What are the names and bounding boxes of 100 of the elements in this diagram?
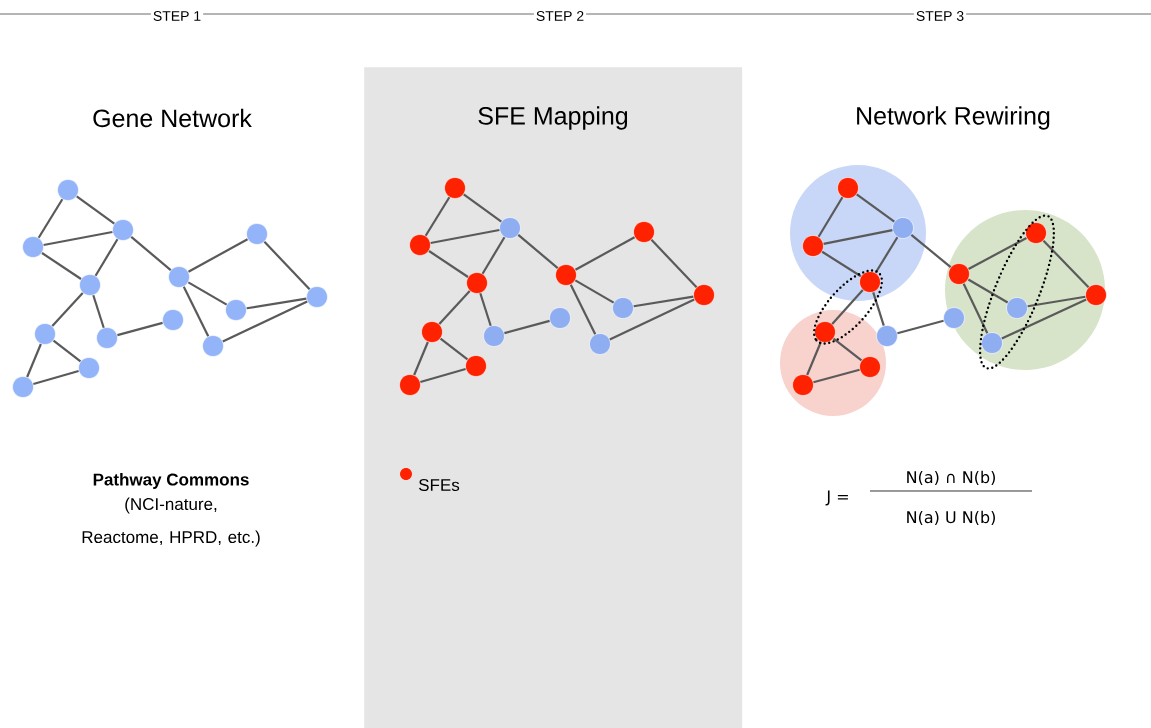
network-node: [421, 321, 443, 343]
network-edge: [962, 283, 989, 334]
network-node: [34, 323, 56, 345]
legend-item: SFEs: [400, 468, 460, 491]
network-edge: [650, 239, 698, 288]
formula-text: N(a) U N(b): [907, 510, 995, 526]
source-list: (NCI-nature, Reactome, HPRD, etc.): [82, 497, 260, 547]
network-node: [892, 217, 914, 239]
network-edge: [806, 341, 822, 376]
network-node: [555, 264, 577, 286]
network-edge: [187, 281, 228, 306]
network-edge: [182, 286, 210, 337]
network-edge: [1042, 240, 1090, 288]
network-node: [225, 299, 247, 321]
network-node: [409, 234, 431, 256]
network-node: [876, 325, 898, 347]
network-edge: [813, 368, 860, 384]
network-node: [444, 177, 466, 199]
network-edge: [130, 236, 172, 271]
network-edge: [817, 196, 844, 238]
network-node: [162, 309, 184, 331]
network-node: [399, 374, 421, 396]
network-edge: [910, 234, 952, 268]
network-node: [792, 374, 814, 396]
formula-text: J =: [825, 490, 848, 506]
network-edge: [517, 234, 559, 269]
network-node: [306, 286, 328, 308]
network-node: [465, 355, 487, 377]
network-node: [802, 235, 824, 257]
network-edge: [246, 297, 307, 310]
network-node: [589, 333, 611, 355]
network-node: [943, 307, 965, 329]
network-edge: [832, 337, 863, 362]
network-edge: [33, 369, 79, 386]
network-edge: [574, 236, 636, 271]
network-node: [483, 325, 505, 347]
network-node: [612, 297, 634, 319]
network-edge: [1001, 298, 1087, 340]
network-node: [499, 217, 521, 239]
network-edge: [968, 237, 1027, 270]
network-edge: [263, 241, 311, 290]
network-edge: [52, 339, 82, 363]
network-edge: [41, 252, 82, 280]
network-edge: [37, 198, 64, 239]
network-edge: [428, 250, 469, 278]
step-label: STEP 2: [533, 10, 587, 22]
network-edge: [439, 337, 469, 361]
network-node: [12, 376, 34, 398]
network-edge: [821, 250, 862, 278]
network-node: [466, 272, 488, 294]
network-edge: [43, 230, 113, 247]
network-node: [948, 263, 970, 285]
network-edge: [823, 229, 893, 245]
network-edge: [609, 298, 695, 341]
network-edge: [424, 196, 451, 237]
source-title: Pathway Commons: [93, 473, 249, 489]
network-node: [859, 356, 881, 378]
network-node: [79, 274, 101, 296]
network-edge: [504, 319, 550, 335]
network-edge: [633, 295, 694, 308]
network-edge: [430, 228, 500, 245]
network-node: [22, 236, 44, 258]
network-edge: [92, 294, 105, 329]
network-node: [814, 321, 836, 343]
network-node: [693, 284, 715, 306]
network-edge: [222, 300, 308, 343]
network-edge: [479, 292, 492, 327]
network-node: [1025, 222, 1047, 244]
network-node: [96, 327, 118, 349]
network-edge: [856, 193, 895, 223]
network-edge: [897, 319, 944, 335]
network-node: [981, 332, 1003, 354]
step-label: STEP 3: [913, 10, 967, 22]
network-edge: [420, 367, 466, 384]
network-node: [112, 219, 134, 241]
network-node: [859, 271, 881, 293]
network-node: [549, 307, 571, 329]
section-title: Gene Network: [93, 108, 252, 128]
network-edge: [874, 236, 899, 274]
network-edge: [967, 278, 1009, 304]
network-node: [57, 179, 79, 201]
formula-text: N(a) ∩ N(b): [907, 470, 995, 486]
section-title: Network Rewiring: [857, 106, 1050, 130]
network-edge: [463, 193, 502, 223]
network-node: [633, 221, 655, 243]
network-edge: [872, 291, 885, 327]
network-node: [202, 335, 224, 357]
network-edge: [76, 195, 115, 225]
network-edge: [438, 290, 471, 325]
network-edge: [187, 238, 249, 273]
network-edge: [574, 279, 615, 304]
network-node: [168, 266, 190, 288]
network-node: [1085, 284, 1107, 306]
network-edge: [569, 284, 597, 335]
network-edge: [117, 321, 163, 337]
network-edge: [1027, 295, 1086, 308]
network-edge: [51, 292, 84, 327]
network-node: [246, 223, 268, 245]
network-edge: [94, 238, 119, 277]
network-node: [78, 357, 100, 379]
